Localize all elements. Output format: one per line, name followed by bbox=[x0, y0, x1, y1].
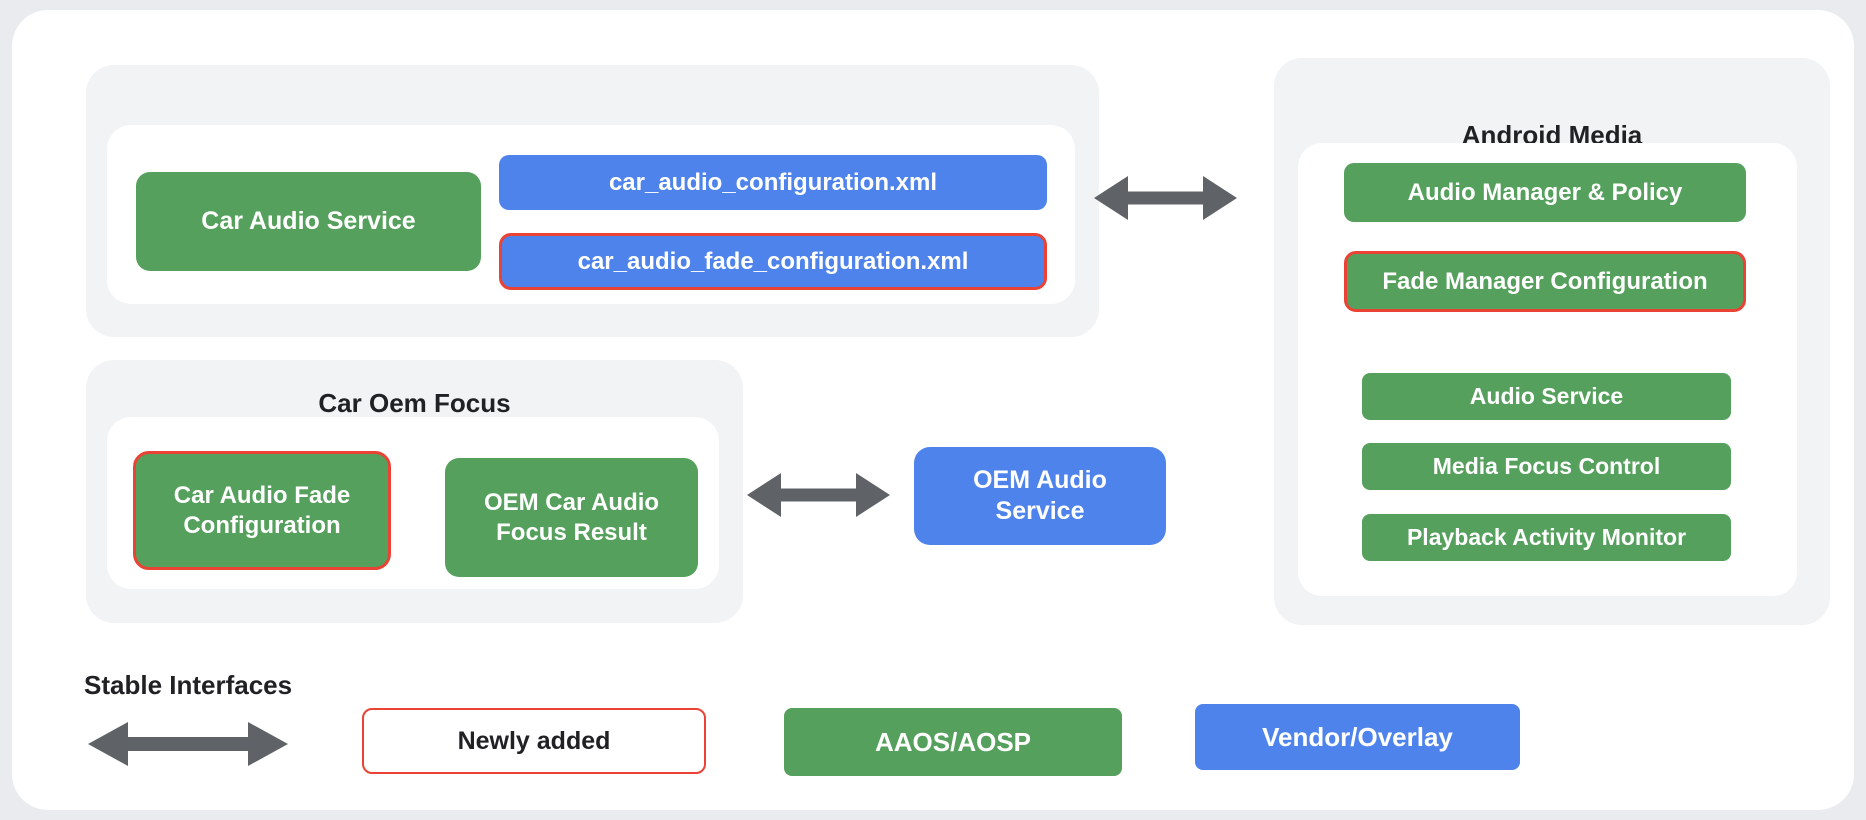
oem-audio-service-box: OEM Audio Service bbox=[914, 447, 1166, 545]
bidirectional-arrow-icon bbox=[88, 722, 288, 766]
car-audio-service-box: Car Audio Service bbox=[136, 172, 481, 271]
media-focus-control-box: Media Focus Control bbox=[1362, 443, 1731, 490]
bidirectional-arrow-icon bbox=[1094, 176, 1237, 220]
android-media-section: Android Media Audio Manager & Policy Fad… bbox=[1274, 58, 1830, 625]
legend-vendor-overlay: Vendor/Overlay bbox=[1195, 704, 1520, 770]
stable-interfaces-label: Stable Interfaces bbox=[84, 670, 293, 700]
car-audio-fade-configuration-xml-box: car_audio_fade_configuration.xml bbox=[499, 233, 1047, 290]
car-service-inner-panel: Car Audio Service car_audio_configuratio… bbox=[107, 125, 1075, 304]
android-media-inner-panel: Audio Manager & Policy Fade Manager Conf… bbox=[1298, 143, 1797, 596]
legend-newly-added: Newly added bbox=[362, 708, 706, 774]
diagram-canvas: Car Service Car Audio Service car_audio_… bbox=[12, 10, 1854, 810]
oem-car-audio-focus-result-box: OEM Car Audio Focus Result bbox=[445, 458, 698, 577]
legend-aaos-aosp: AAOS/AOSP bbox=[784, 708, 1122, 776]
car-audio-fade-configuration-box: Car Audio Fade Configuration bbox=[133, 451, 391, 570]
car-oem-focus-title: Car Oem Focus bbox=[318, 388, 511, 418]
audio-service-box: Audio Service bbox=[1362, 373, 1731, 420]
playback-activity-monitor-box: Playback Activity Monitor bbox=[1362, 514, 1731, 561]
car-audio-configuration-xml-box: car_audio_configuration.xml bbox=[499, 155, 1047, 210]
car-oem-focus-section: Car Oem Focus Car Audio Fade Configurati… bbox=[86, 360, 743, 623]
audio-manager-policy-box: Audio Manager & Policy bbox=[1344, 163, 1746, 222]
bidirectional-arrow-icon bbox=[747, 473, 890, 517]
car-oem-focus-inner-panel: Car Audio Fade Configuration OEM Car Aud… bbox=[107, 417, 719, 589]
fade-manager-configuration-box: Fade Manager Configuration bbox=[1344, 251, 1746, 312]
car-service-section: Car Service Car Audio Service car_audio_… bbox=[86, 65, 1099, 337]
